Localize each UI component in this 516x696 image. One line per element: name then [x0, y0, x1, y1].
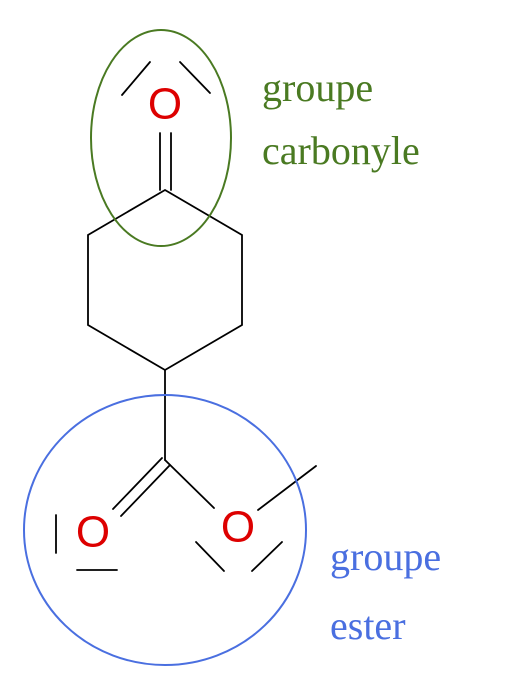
ester-highlight-circle	[23, 394, 307, 666]
carbonyl-group-label-line2: carbonyle	[262, 128, 420, 173]
ester-double-bond-inner	[120, 464, 171, 517]
ketone-oxygen-lone-pair-left	[121, 61, 151, 96]
ester-group-label-line1: groupe	[330, 534, 441, 579]
cyclohexane-ring	[87, 188, 243, 372]
ketone-oxygen-lone-pair-right	[179, 61, 211, 94]
carbonyl-group-label-line1: groupe	[262, 65, 373, 110]
ester-carbonyl-oxygen-label: O	[76, 508, 110, 557]
ester-single-bond	[164, 459, 215, 509]
ester-alkoxy-oxygen-label: O	[221, 503, 255, 552]
carbonyl-highlight-ellipse	[90, 29, 232, 247]
ester-alkoxy-oxygen-lone-pair-left	[195, 541, 225, 572]
methyl-bond	[257, 465, 317, 511]
ester-double-bond-outer	[112, 457, 163, 510]
ester-group-label-line2: ester	[330, 603, 406, 648]
ketone-oxygen-label: O	[148, 80, 182, 129]
ester-alkoxy-oxygen-lone-pair-right	[251, 541, 283, 572]
